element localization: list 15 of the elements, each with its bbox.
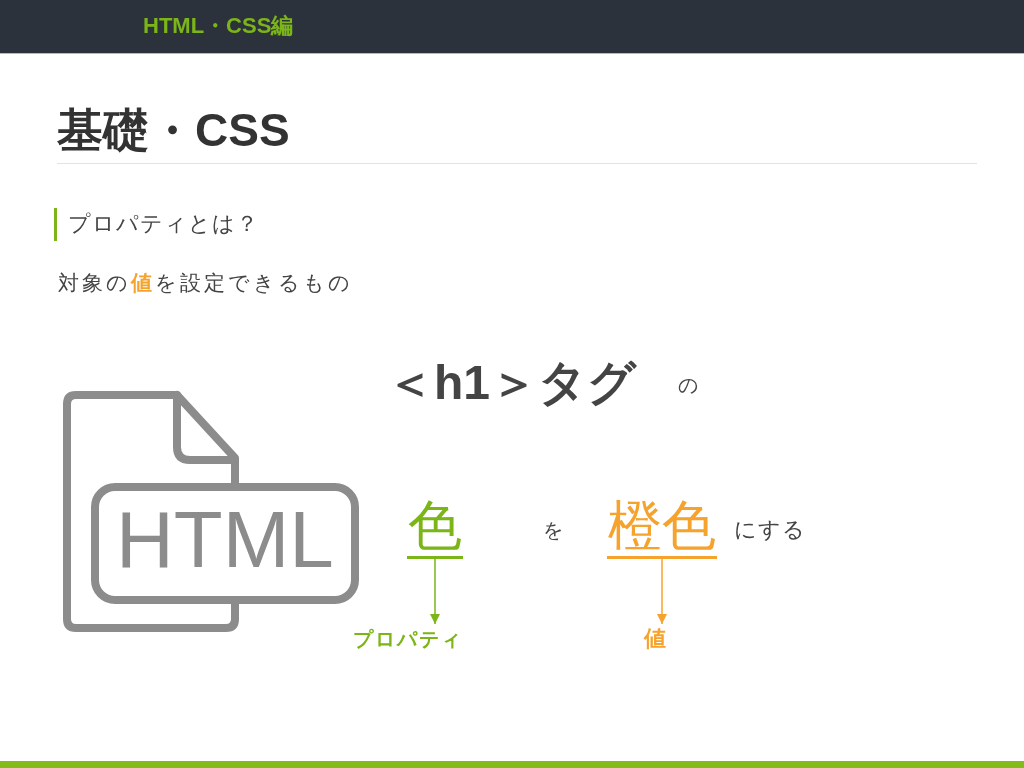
slide-title: 基礎・CSS bbox=[57, 103, 290, 158]
tag-name-text: ＜h1＞タグ bbox=[386, 355, 636, 411]
phrase-text: にする bbox=[734, 516, 806, 544]
underlined-word: 色 bbox=[407, 494, 463, 559]
section-name: HTML・CSS編 bbox=[143, 12, 294, 40]
annotation-label: プロパティ bbox=[353, 624, 463, 654]
annotation-label: 値 bbox=[644, 624, 666, 654]
definition-text: 対象の値を設定できるもの bbox=[58, 270, 353, 296]
arrow bbox=[430, 558, 440, 625]
arrow bbox=[657, 558, 667, 625]
section-heading: プロパティとは？ bbox=[68, 210, 259, 238]
particle-text: を bbox=[543, 518, 563, 543]
file-type-label: HTML bbox=[116, 500, 334, 580]
particle-text: の bbox=[678, 373, 698, 398]
underlined-word: 橙色 bbox=[607, 494, 717, 559]
